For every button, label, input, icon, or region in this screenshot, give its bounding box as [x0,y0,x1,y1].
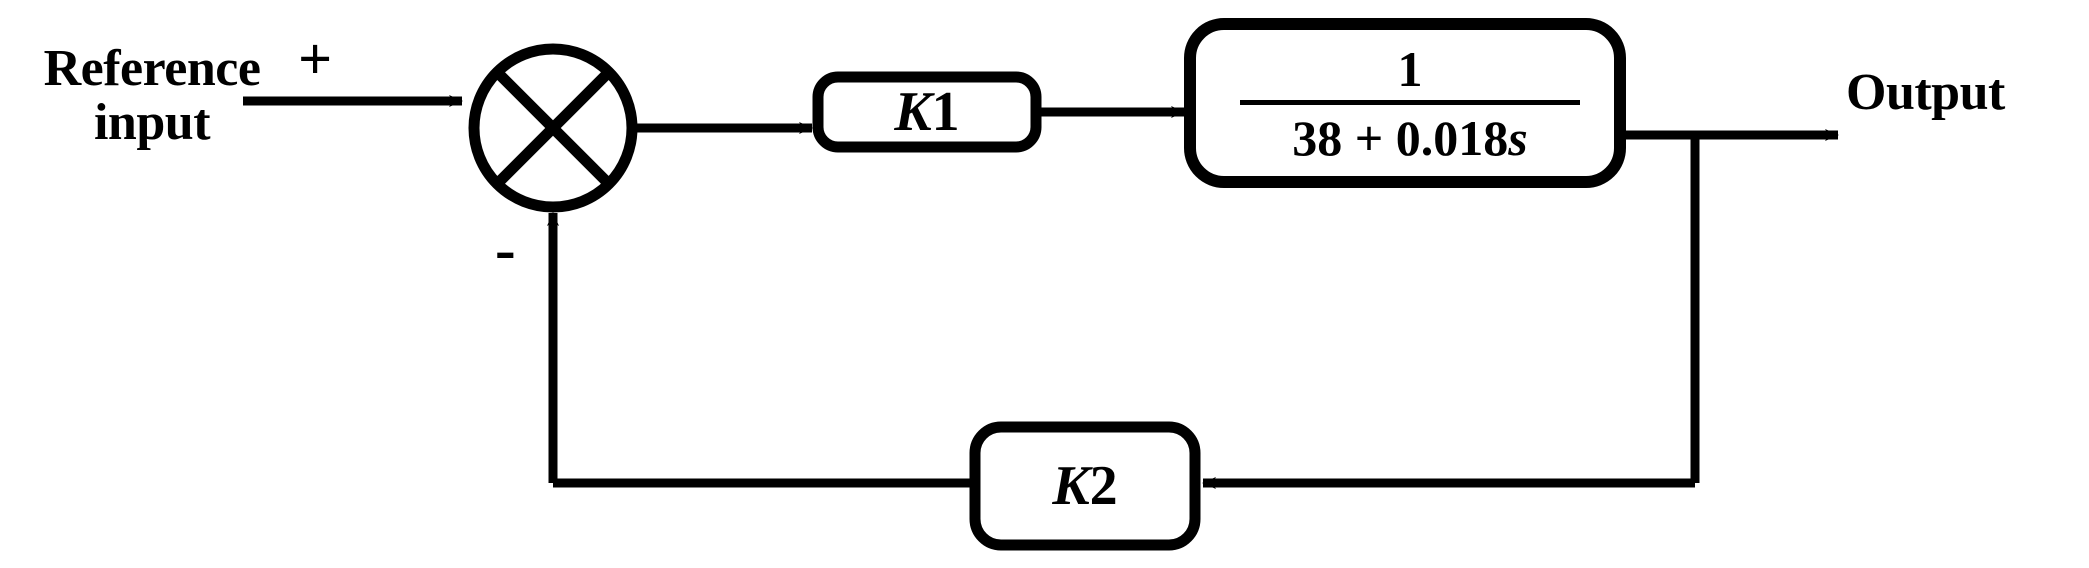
plant-denominator-prefix: 38 + 0.018 [1292,109,1509,166]
gain1-index: 1 [931,81,960,143]
block-plant [1184,18,1626,188]
output-label: Output [1846,64,2005,121]
sum-plus-sign: + [298,26,333,92]
reference-input-label: Reference input [43,40,261,152]
plant-denominator: 38 + 0.018s [1292,105,1527,163]
gain1-symbol: K [894,81,932,143]
plant-numerator: 1 [1397,40,1423,97]
gain2-index: 2 [1089,455,1118,517]
gain2-symbol: K [1052,455,1090,517]
summing-junction-cross-stroke-b [493,68,613,188]
block-plant-label: 1 38 + 0.018s [1215,24,1605,182]
plant-denominator-variable: s [1508,109,1528,166]
sum-minus-sign: - [495,216,516,284]
plant-fraction-bar [1240,99,1580,105]
